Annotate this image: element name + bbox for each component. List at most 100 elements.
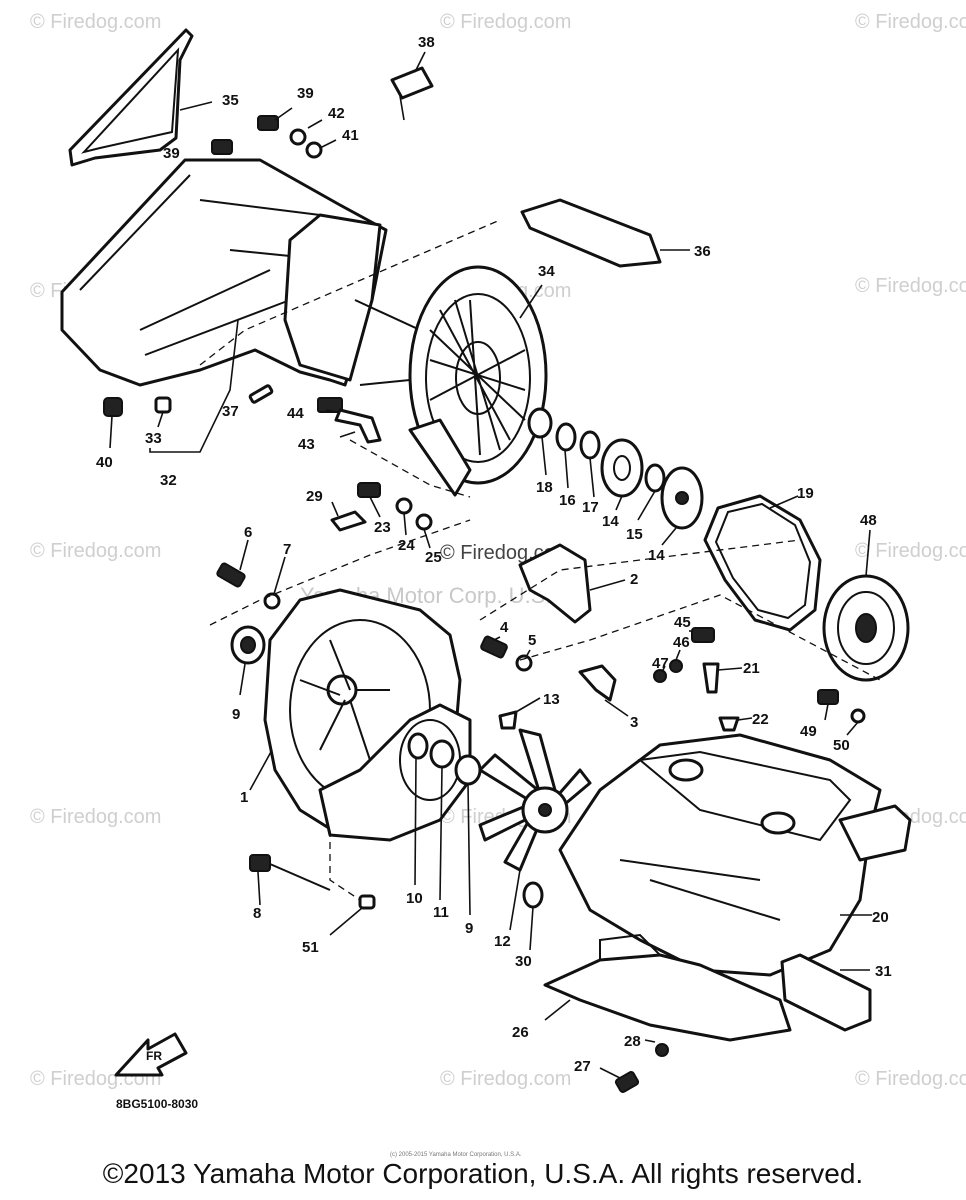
callout-label: 34 <box>538 263 555 280</box>
part-7-washer <box>263 592 281 610</box>
callout-label: 42 <box>328 105 345 122</box>
callout-label: 20 <box>872 909 889 926</box>
part-39-bolt <box>257 115 279 131</box>
callout-label: 19 <box>797 485 814 502</box>
callout-label: 51 <box>302 939 319 956</box>
callout-label: 11 <box>433 904 449 921</box>
part-22-grommet <box>718 716 740 732</box>
callout-label: 22 <box>752 711 769 728</box>
watermark: © Firedog.com <box>855 11 966 33</box>
callout-label: 2 <box>630 571 638 588</box>
part-33-nut <box>154 396 172 414</box>
callout-label: 48 <box>860 512 877 529</box>
callout-label: 4 <box>500 619 509 636</box>
part-23-bolt <box>357 482 381 498</box>
callout-label: 21 <box>743 660 760 677</box>
part-3-clip <box>578 664 617 702</box>
parts-drawing <box>60 28 912 1093</box>
callout-label: 27 <box>574 1058 591 1075</box>
part-4-bolt <box>480 635 508 659</box>
part-31-pad <box>780 953 872 1032</box>
callout-label: 16 <box>559 492 576 509</box>
part-37-pin <box>248 384 274 404</box>
part-44-clip <box>317 397 343 413</box>
part-35-seal <box>68 28 194 167</box>
callout-label: 9 <box>232 706 240 723</box>
part-12-fan <box>478 728 592 872</box>
callout-label: 39 <box>163 145 180 162</box>
callout-label: 28 <box>624 1033 641 1050</box>
callout-label: 37 <box>222 403 239 420</box>
part-50-washer <box>850 708 866 724</box>
callout-label: 31 <box>875 963 892 980</box>
watermark: © Firedog.com <box>855 540 966 562</box>
front-arrow-icon: FR <box>114 1032 188 1077</box>
callout-label: 6 <box>244 524 252 541</box>
part-46-nut <box>669 659 683 673</box>
callout-label: 35 <box>222 92 239 109</box>
callout-label: 38 <box>418 34 435 51</box>
leader-lines <box>109 51 872 1079</box>
watermark: © Firedog.com <box>855 1068 966 1090</box>
part-28-nut <box>655 1043 669 1057</box>
part-6-bolt <box>216 562 246 588</box>
part-8-bolt <box>249 854 271 872</box>
part-2-cover <box>518 543 592 624</box>
callout-label: 7 <box>283 541 291 558</box>
part-42-washer <box>289 128 307 146</box>
tiny-copyright-note: (c) 2005-2015 Yamaha Motor Corporation, … <box>390 1152 522 1158</box>
part-47-nut <box>653 669 667 683</box>
part-21-grommet <box>702 662 720 694</box>
callout-label: 10 <box>406 890 423 907</box>
part-43-bracket <box>334 408 382 444</box>
callout-label: 12 <box>494 933 511 950</box>
part-13-clip <box>498 710 518 730</box>
part-39-bolt <box>211 139 233 155</box>
callout-label: 14 <box>602 513 619 530</box>
part-26-guard <box>543 953 792 1042</box>
callout-label: 23 <box>374 519 391 536</box>
callout-label: 1 <box>240 789 248 806</box>
part-11-ring <box>429 739 455 769</box>
watermark: © Firedog.com <box>30 806 161 828</box>
callout-label: 32 <box>160 472 177 489</box>
callout-label: 49 <box>800 723 817 740</box>
callout-label: 43 <box>298 436 315 453</box>
part-36-cover <box>520 198 662 268</box>
watermark: © Firedog.com <box>855 275 966 297</box>
front-arrow-label: FR <box>146 1049 162 1063</box>
part-14-sheave <box>600 438 644 498</box>
part-29-plate <box>330 510 367 532</box>
callout-label: 25 <box>425 549 442 566</box>
part-41-washer <box>305 141 323 159</box>
watermark: © Firedog.com <box>440 11 571 33</box>
callout-label: 46 <box>673 634 690 651</box>
part-16-washer <box>555 422 577 452</box>
callout-label: 41 <box>342 127 359 144</box>
part-27-bolt <box>614 1071 640 1093</box>
part-24-washer <box>395 497 413 515</box>
assembly-lines <box>199 219 881 901</box>
part-45-bolt <box>691 627 715 643</box>
callout-label: 26 <box>512 1024 529 1041</box>
callout-label: 14 <box>648 547 665 564</box>
callout-label: 8 <box>253 905 261 922</box>
part-10-ring <box>407 732 429 760</box>
part-40-bolt <box>103 397 123 417</box>
callout-label: 36 <box>694 243 711 260</box>
callout-label: 24 <box>398 537 415 554</box>
callout-label: 40 <box>96 454 113 471</box>
callout-label: 29 <box>306 488 323 505</box>
part-30-grommet <box>522 881 544 909</box>
callout-label: 18 <box>536 479 553 496</box>
watermark: © Firedog.com <box>30 540 161 562</box>
part-38-cap <box>390 66 434 100</box>
callout-label: 9 <box>465 920 473 937</box>
callout-label: 15 <box>626 526 643 543</box>
part-5-washer <box>515 654 533 672</box>
callout-label: 17 <box>582 499 599 516</box>
part-17-washer <box>579 430 601 460</box>
callout-label: 50 <box>833 737 850 754</box>
callout-label: 39 <box>297 85 314 102</box>
